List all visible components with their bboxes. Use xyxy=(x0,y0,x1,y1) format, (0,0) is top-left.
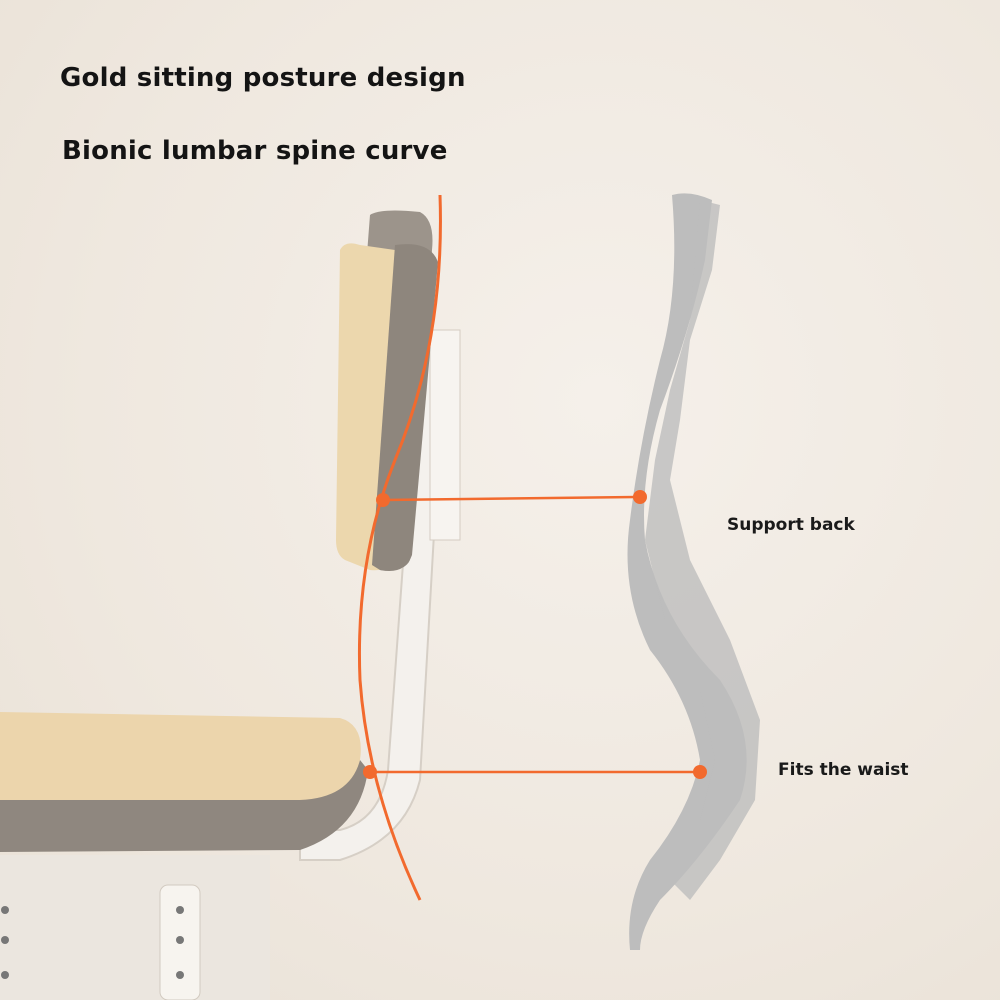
backrest-edge xyxy=(372,244,438,571)
support-back-dot xyxy=(376,493,390,507)
spine-curve-line xyxy=(357,194,442,901)
seat-wood xyxy=(0,712,361,828)
support-back-line xyxy=(382,495,641,502)
headline: Gold sitting posture design xyxy=(60,63,466,93)
chair-frame xyxy=(299,328,447,861)
support-back-spine-dot xyxy=(633,490,647,504)
backrest-bracket xyxy=(429,329,461,541)
subheadline: Bionic lumbar spine curve xyxy=(62,136,448,166)
fits-waist-spine-dot xyxy=(693,765,707,779)
seat-edge xyxy=(0,760,368,852)
chair-base xyxy=(0,855,270,1000)
fits-waist-dot xyxy=(363,765,377,779)
fits-waist-label: Fits the waist xyxy=(778,760,909,780)
support-back-label: Support back xyxy=(727,515,855,535)
spine-icon xyxy=(627,193,760,951)
